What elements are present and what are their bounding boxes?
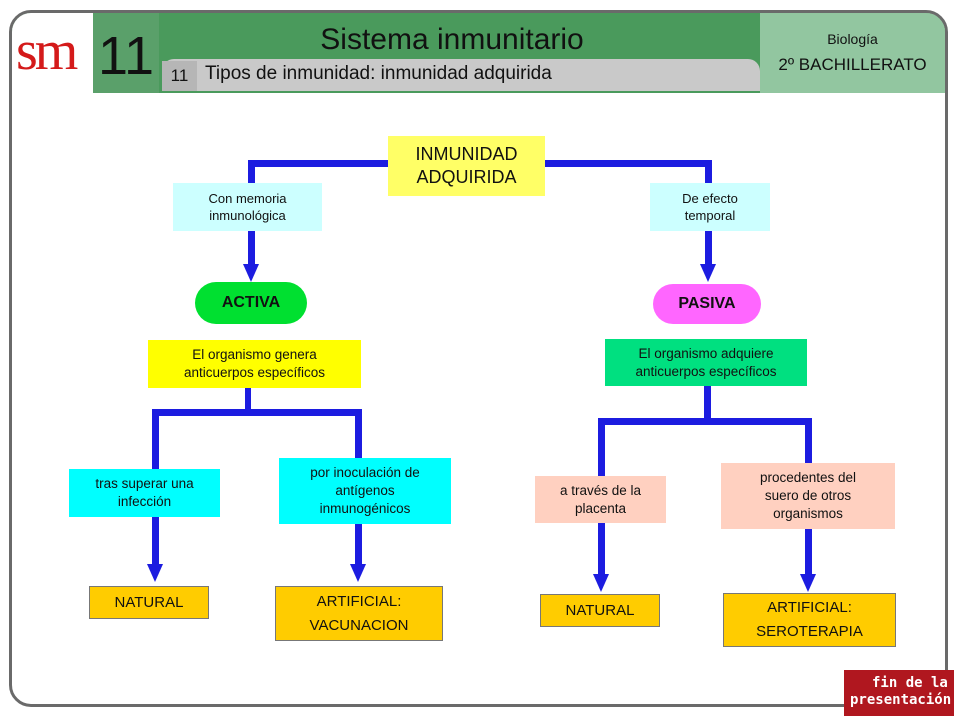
left-natural-cause-line-2: infección	[117, 494, 172, 509]
arrow-to-natural-left	[147, 564, 163, 582]
left-artificial-result-line-2: VACUNACION	[309, 616, 409, 634]
course-info: Biología 2º BACHILLERATO	[760, 13, 945, 93]
level-label: 2º BACHILLERATO	[778, 55, 927, 74]
connector-left-desc-down	[245, 388, 251, 412]
unit-number: 11	[97, 26, 155, 86]
root-line-2: ADQUIRIDA	[416, 167, 517, 187]
sm-logo: sm	[16, 20, 78, 82]
pasiva-node: PASIVA	[653, 284, 761, 324]
arrow-to-artificial-left	[350, 564, 366, 582]
end-button-line-2: presentación	[850, 692, 952, 708]
left-artificial-cause-line-3: inmunogénicos	[319, 501, 411, 516]
right-condition-line-2: temporal	[684, 208, 736, 223]
left-artificial-cause-line-1: por inoculación de	[310, 465, 420, 480]
right-description: El organismo adquiere anticuerpos especí…	[605, 339, 807, 386]
right-artificial-result: ARTIFICIAL: SEROTERAPIA	[723, 593, 896, 647]
right-artificial-cause-line-1: procedentes del	[759, 470, 857, 485]
root-line-1: INMUNIDAD	[415, 144, 518, 164]
left-description: El organismo genera anticuerpos específi…	[148, 340, 361, 388]
connector-right-split	[598, 418, 812, 425]
root-node: INMUNIDAD ADQUIRIDA	[388, 136, 545, 196]
right-condition-line-1: De efecto	[682, 191, 738, 206]
right-natural-cause-line-1: a través de la	[559, 482, 642, 498]
activa-node: ACTIVA	[195, 282, 307, 324]
right-artificial-result-line-1: ARTIFICIAL:	[767, 599, 852, 616]
logo-area: sm	[12, 13, 104, 93]
right-natural-cause: a través de la placenta	[535, 476, 666, 523]
left-artificial-cause-line-2: antígenos	[335, 483, 395, 498]
arrow-to-artificial-right	[800, 574, 816, 592]
left-natural-cause: tras superar una infección	[69, 469, 220, 517]
left-natural-result: NATURAL	[89, 586, 209, 619]
right-description-line-2: anticuerpos específicos	[635, 363, 777, 379]
end-presentation-button[interactable]: fin de la presentación	[844, 670, 954, 716]
right-artificial-cause: procedentes del suero de otros organismo…	[721, 463, 895, 529]
unit-number-box: 11	[93, 13, 159, 93]
left-artificial-result: ARTIFICIAL: VACUNACION	[275, 586, 443, 641]
left-artificial-cause: por inoculación de antígenos inmunogénic…	[279, 458, 451, 524]
subject-label: Biología	[827, 31, 878, 47]
left-description-line-1: El organismo genera	[192, 347, 317, 362]
left-condition-line-2: inmunológica	[209, 208, 286, 223]
left-natural-cause-line-1: tras superar una	[95, 476, 194, 491]
right-condition: De efecto temporal	[650, 183, 770, 231]
right-artificial-result-line-2: SEROTERAPIA	[756, 623, 863, 640]
page-title: Sistema inmunitario	[320, 23, 584, 56]
right-artificial-cause-line-2: suero de otros	[764, 488, 852, 503]
connector-left-split	[152, 409, 362, 416]
right-natural-cause-line-2: placenta	[574, 500, 627, 516]
right-natural-result: NATURAL	[540, 594, 660, 627]
connector-right-desc-down	[704, 385, 711, 423]
left-artificial-result-line-1: ARTIFICIAL:	[316, 592, 402, 610]
subtitle: Tipos de inmunidad: inmunidad adquirida	[205, 63, 552, 84]
right-description-line-1: El organismo adquiere	[638, 345, 774, 361]
subtitle-bar	[162, 59, 760, 91]
end-button-line-1: fin de la	[872, 675, 948, 691]
arrow-to-pasiva	[700, 264, 716, 282]
left-description-line-2: anticuerpos específicos	[183, 365, 326, 380]
right-artificial-cause-line-3: organismos	[773, 506, 843, 521]
arrow-to-activa	[243, 264, 259, 282]
left-condition: Con memoria inmunológica	[173, 183, 322, 231]
subtitle-number: 11	[162, 61, 197, 91]
left-condition-line-1: Con memoria	[208, 191, 287, 206]
arrow-to-natural-right	[593, 574, 609, 592]
